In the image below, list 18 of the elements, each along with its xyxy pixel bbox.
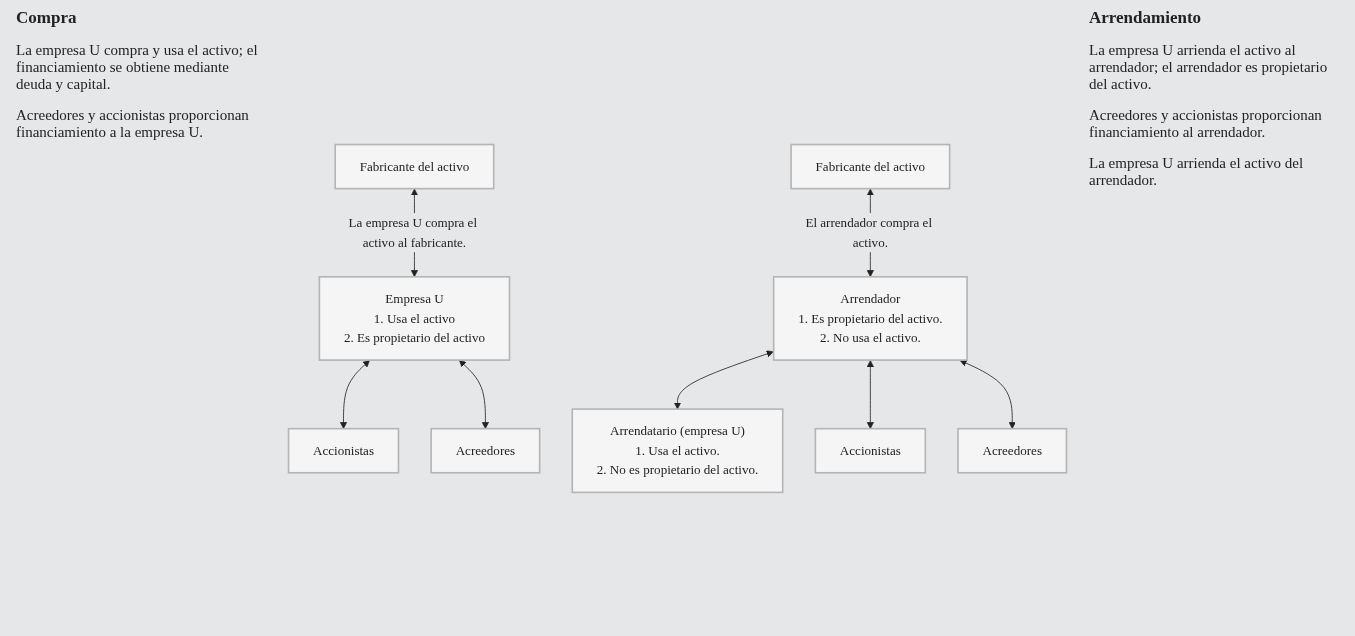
node-box: Arrendatario (empresa U) 1. Usa el activo. 2. No es propietario del activo. [571,407,784,493]
note-text: La empresa U arrienda el activo del arrendador. [1089,155,1305,189]
edge-label: El arrendador compra el activo. [805,215,933,249]
node-box: Acreedores [430,427,541,474]
node-box: Accionistas [814,427,927,474]
edge-label: La empresa U compra el activo al fabricante. [348,215,478,249]
node-box: Fabricante del activo [334,143,495,189]
note-text: Acreedores y accionistas proporcionan financiamiento a la empresa U. [16,107,250,141]
description-text: La empresa U compra y usa el activo; el financiamiento se obtiene mediante deuda y capital. [16,42,259,93]
node-box: Accionistas [287,427,400,474]
node-box: Empresa U 1. Usa el activo 2. Es propietario del activo [318,275,511,361]
section-heading: Arrendamiento [1089,8,1203,28]
node-box: Fabricante del activo [790,143,951,189]
note-text: Acreedores y accionistas proporcionan financiamiento al arrendador. [1089,107,1323,141]
node-box: Acreedores [957,427,1068,474]
description-text: La empresa U arrienda el activo al arrendador; el arrendador es propietario del activo. [1089,42,1329,93]
section-heading: Compra [16,8,78,28]
node-box: Arrendador 1. Es propietario del activo. 2. No usa el activo. [772,275,968,361]
